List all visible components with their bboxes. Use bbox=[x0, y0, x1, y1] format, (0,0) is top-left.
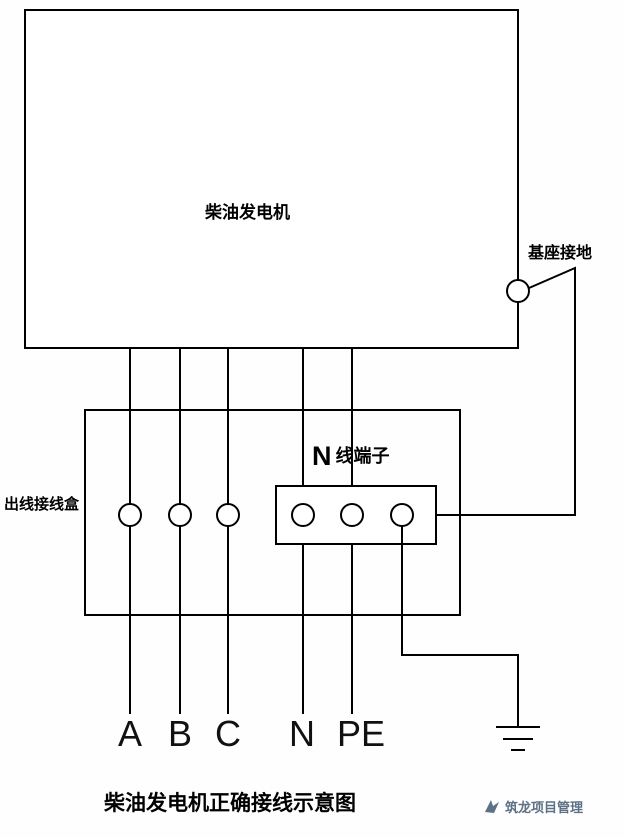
terminal-circle-c bbox=[216, 503, 240, 527]
terminal-circle-n bbox=[291, 503, 315, 527]
base-ground-terminal-circle bbox=[506, 279, 530, 303]
phase-label-a: A bbox=[117, 713, 142, 754]
watermark: 筑龙项目管理 bbox=[484, 797, 583, 816]
terminal-circle-b bbox=[168, 503, 192, 527]
earth-ground-symbol bbox=[496, 726, 540, 751]
phase-label-b: B bbox=[167, 713, 192, 754]
phase-label-pe: PE bbox=[336, 713, 386, 754]
n-terminal-symbol: N bbox=[312, 441, 332, 471]
generator-box bbox=[24, 9, 519, 349]
terminal-circle-ground bbox=[390, 503, 414, 527]
junction-box bbox=[84, 409, 461, 616]
ground-loop-wire bbox=[413, 266, 576, 516]
terminal-circle-pe bbox=[340, 503, 364, 527]
earth-branch-wire bbox=[401, 526, 519, 727]
terminal-circle-a bbox=[118, 503, 142, 527]
watermark-logo-icon bbox=[485, 800, 499, 813]
watermark-text: 筑龙项目管理 bbox=[505, 800, 584, 815]
phase-label-c: C bbox=[215, 713, 241, 754]
diagram-caption: 柴油发电机正确接线示意图 bbox=[104, 792, 356, 815]
n-terminal-text: 线端子 bbox=[335, 446, 390, 466]
phase-label-n: N bbox=[289, 713, 315, 754]
base-ground-label: 基座接地 bbox=[528, 245, 593, 262]
generator-label: 柴油发电机 bbox=[205, 203, 290, 222]
junction-box-label: 出线接线盒 bbox=[4, 496, 80, 513]
